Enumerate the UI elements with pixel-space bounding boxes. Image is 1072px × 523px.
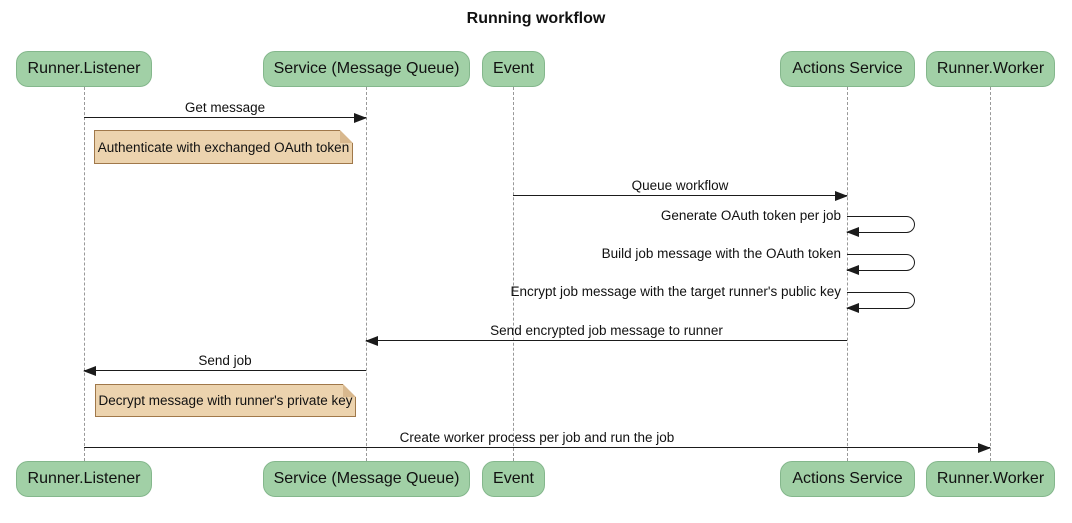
actor-label: Actions Service xyxy=(792,60,903,77)
self-message-build-job-message xyxy=(846,254,915,276)
message-send-job: Send job xyxy=(83,353,366,376)
message-get-message: Get message xyxy=(84,100,367,123)
actor-bottom-event: Event xyxy=(482,461,545,497)
message-label: Get message xyxy=(184,100,266,115)
actor-label: Runner.Worker xyxy=(936,470,1045,487)
self-message-encrypt-job-message xyxy=(846,292,915,314)
message-line xyxy=(83,365,366,376)
message-line xyxy=(365,335,847,346)
diagram-title: Running workflow xyxy=(466,10,606,27)
self-message-encrypt-job-message-label: Encrypt job message with the target runn… xyxy=(510,284,842,299)
note-label: Authenticate with exchanged OAuth token xyxy=(97,139,350,155)
arrowhead-left-icon xyxy=(846,303,859,314)
actor-label: Event xyxy=(493,470,534,487)
actor-label: Runner.Listener xyxy=(27,60,141,77)
arrowhead-left-icon xyxy=(83,365,96,376)
self-message-generate-oauth-token xyxy=(846,216,915,238)
message-line xyxy=(513,190,848,201)
actor-top-service-message-queue: Service (Message Queue) xyxy=(263,51,470,87)
actor-bottom-runner-listener: Runner.Listener xyxy=(16,461,152,497)
arrowhead-left-icon xyxy=(846,227,859,238)
message-label: Queue workflow xyxy=(631,178,729,193)
arrowhead-right-icon xyxy=(978,442,991,453)
lifeline-event xyxy=(512,87,514,461)
actor-top-runner-listener: Runner.Listener xyxy=(16,51,152,87)
actor-label: Runner.Worker xyxy=(936,60,1045,77)
actor-label: Service (Message Queue) xyxy=(273,60,460,77)
message-label: Send encrypted job message to runner xyxy=(490,323,723,338)
arrowhead-left-icon xyxy=(846,265,859,276)
actor-label: Service (Message Queue) xyxy=(273,470,460,487)
actor-label: Actions Service xyxy=(792,470,903,487)
message-queue-workflow: Queue workflow xyxy=(513,178,848,201)
note-label: Decrypt message with runner's private ke… xyxy=(98,393,353,408)
arrowhead-right-icon xyxy=(835,190,848,201)
message-label: Create worker process per job and run th… xyxy=(399,430,675,445)
actor-bottom-runner-worker: Runner.Worker xyxy=(926,461,1055,497)
arrowhead-left-icon xyxy=(365,335,378,346)
lifeline-runner-listener xyxy=(83,87,85,461)
actor-bottom-service-message-queue: Service (Message Queue) xyxy=(263,461,470,497)
self-message-generate-oauth-token-label: Generate OAuth token per job xyxy=(660,208,841,223)
actor-label: Runner.Listener xyxy=(27,470,141,487)
lifeline-runner-worker xyxy=(989,87,991,461)
actor-top-actions-service: Actions Service xyxy=(780,51,915,87)
lifeline-service-message-queue xyxy=(365,87,367,461)
actor-bottom-actions-service: Actions Service xyxy=(780,461,915,497)
actor-top-event: Event xyxy=(482,51,545,87)
actor-top-runner-worker: Runner.Worker xyxy=(926,51,1055,87)
message-label: Send job xyxy=(198,353,252,368)
message-line xyxy=(84,442,991,453)
arrowhead-right-icon xyxy=(354,112,367,123)
message-send-encrypted-job: Send encrypted job message to runner xyxy=(365,323,847,346)
note-authenticate-oauth: Authenticate with exchanged OAuth token xyxy=(94,130,353,164)
message-create-worker: Create worker process per job and run th… xyxy=(84,430,991,453)
note-decrypt-message: Decrypt message with runner's private ke… xyxy=(95,384,356,417)
self-message-build-job-message-label: Build job message with the OAuth token xyxy=(601,246,841,261)
actor-label: Event xyxy=(493,60,534,77)
message-line xyxy=(84,112,367,123)
